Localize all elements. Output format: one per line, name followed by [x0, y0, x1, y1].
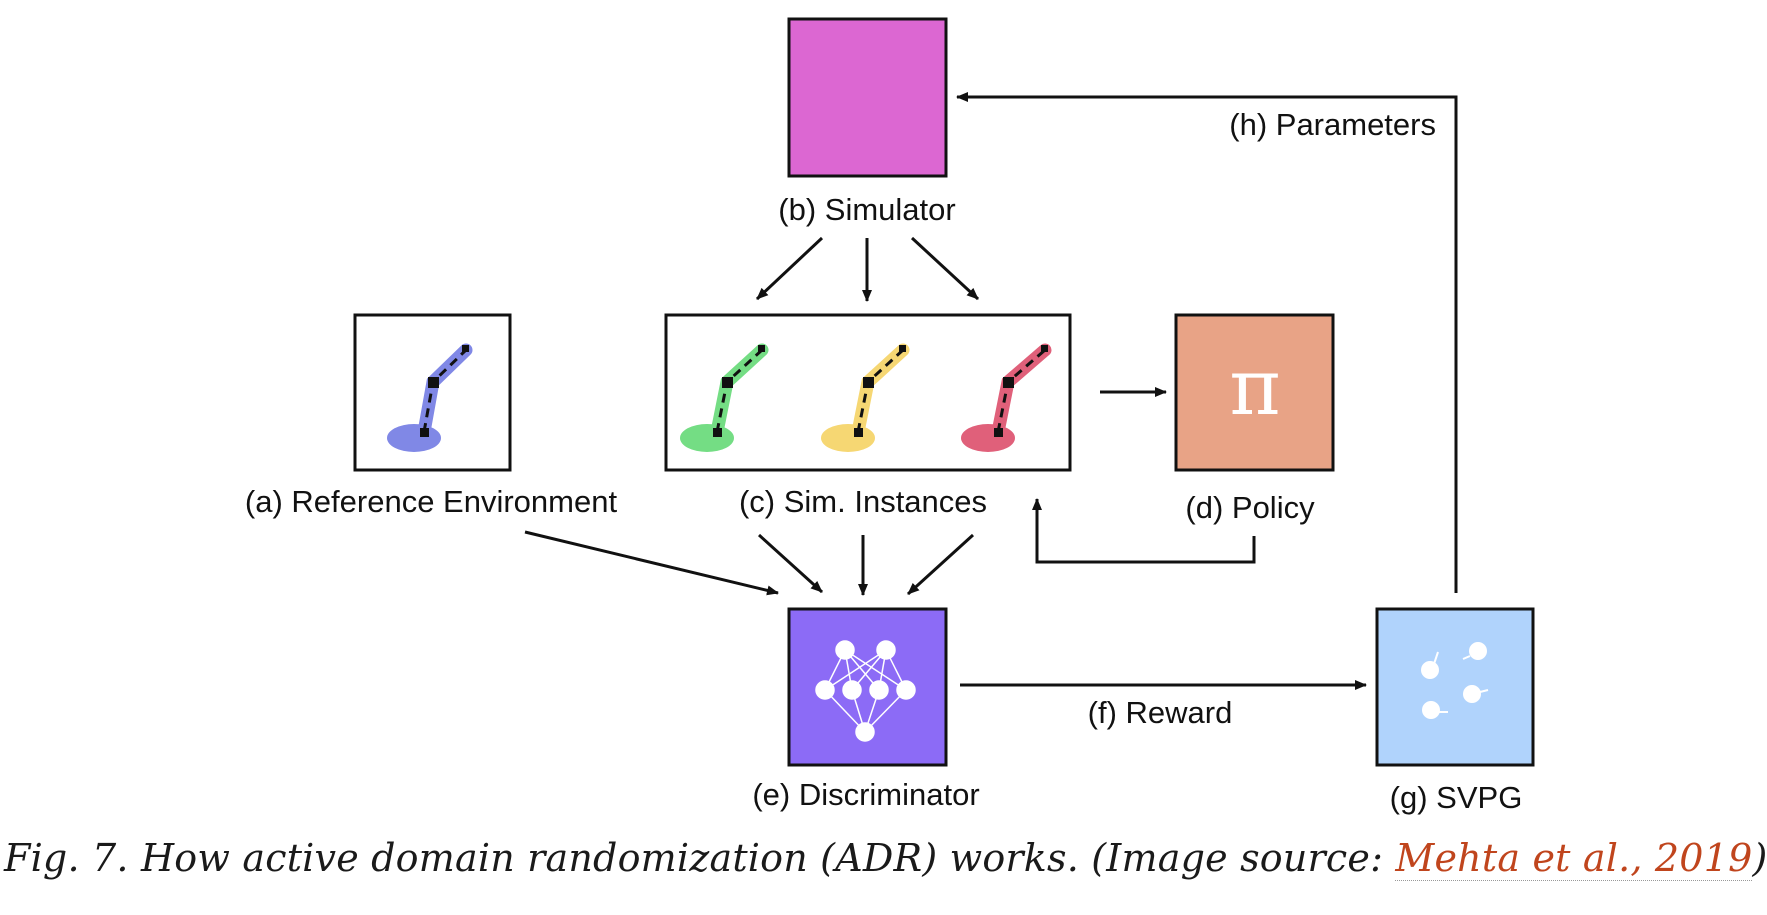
yellow-robot-arm-icon — [821, 343, 910, 452]
reference-environment-label: (a) Reference Environment — [245, 484, 618, 519]
sim-instances-label: (c) Sim. Instances — [739, 484, 987, 519]
discriminator-label: (e) Discriminator — [752, 777, 979, 812]
reference-robot-arm-icon — [387, 343, 473, 452]
particles-icon — [1421, 642, 1489, 719]
simulator-box — [787, 17, 948, 178]
parameters-label: (h) Parameters — [1229, 107, 1436, 142]
to-discriminator-arrows — [524, 530, 975, 596]
source-link[interactable]: Mehta et al., 2019 — [1395, 836, 1753, 881]
svpg-label: (g) SVPG — [1390, 780, 1523, 815]
simulator-to-instances-arrows — [755, 236, 980, 302]
reward-label: (f) Reward — [1088, 695, 1233, 730]
green-robot-arm-icon — [680, 343, 769, 452]
parameters-arrow — [956, 92, 1458, 593]
simulator-label: (b) Simulator — [778, 192, 955, 227]
pink-robot-arm-icon — [961, 343, 1052, 452]
caption-closing: ) — [1752, 836, 1767, 880]
policy-label: (d) Policy — [1185, 490, 1315, 525]
figure-caption: Fig. 7. How active domain randomization … — [4, 836, 1767, 886]
neural-network-icon — [815, 640, 916, 742]
caption-text: Fig. 7. How active domain randomization … — [4, 836, 1396, 880]
policy-box — [1174, 313, 1335, 472]
svpg-box — [1375, 607, 1535, 767]
discriminator-box — [787, 607, 948, 767]
policy-to-instances-arrow — [1032, 498, 1256, 564]
adr-diagram: (b) Simulator (a) Reference Environment — [245, 17, 1535, 815]
pi-symbol-icon: π — [1229, 343, 1280, 433]
